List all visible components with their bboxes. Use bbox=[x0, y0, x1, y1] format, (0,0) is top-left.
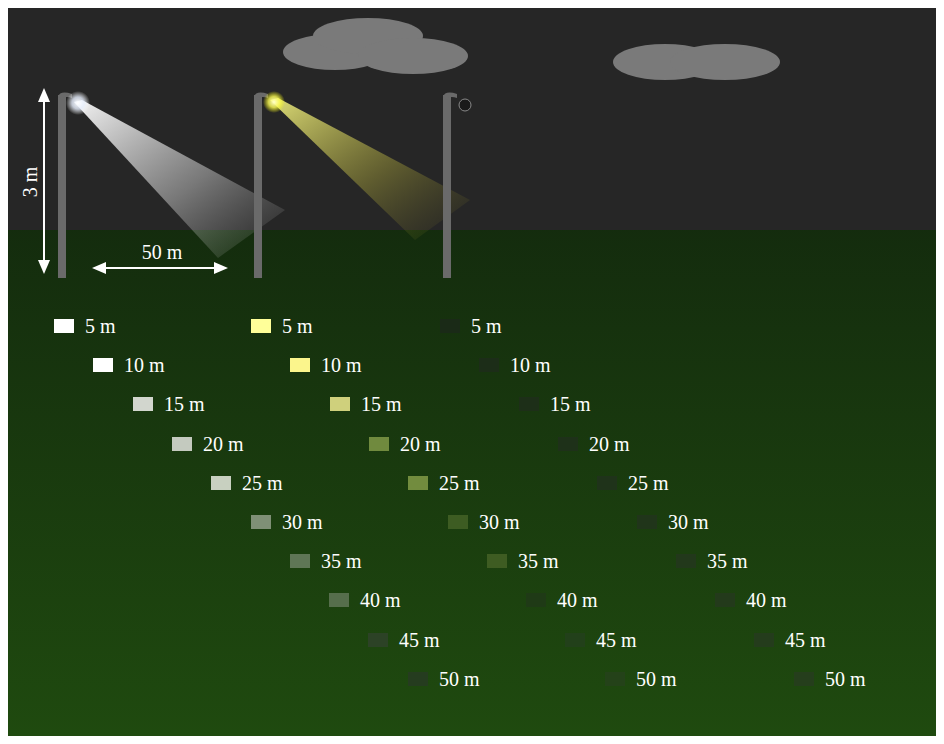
brightness-swatch bbox=[290, 358, 310, 372]
brightness-swatch bbox=[440, 319, 460, 333]
distance-label: 10 m bbox=[124, 355, 165, 375]
distance-label: 40 m bbox=[360, 590, 401, 610]
distance-label: 35 m bbox=[707, 551, 748, 571]
brightness-swatch bbox=[133, 397, 153, 411]
brightness-swatch bbox=[597, 476, 617, 490]
distance-label: 40 m bbox=[746, 590, 787, 610]
brightness-swatch bbox=[329, 593, 349, 607]
distance-label: 35 m bbox=[321, 551, 362, 571]
distance-label: 45 m bbox=[596, 630, 637, 650]
brightness-swatch bbox=[754, 633, 774, 647]
brightness-swatch bbox=[368, 633, 388, 647]
distance-label: 30 m bbox=[668, 512, 709, 532]
distance-label: 45 m bbox=[399, 630, 440, 650]
brightness-swatch bbox=[251, 319, 271, 333]
brightness-swatch bbox=[369, 437, 389, 451]
brightness-swatch bbox=[519, 397, 539, 411]
brightness-swatch bbox=[54, 319, 74, 333]
distance-label: 35 m bbox=[518, 551, 559, 571]
distance-label: 10 m bbox=[510, 355, 551, 375]
distance-label: 20 m bbox=[400, 434, 441, 454]
distance-label: 25 m bbox=[242, 473, 283, 493]
brightness-swatch bbox=[637, 515, 657, 529]
distance-label: 15 m bbox=[361, 394, 402, 414]
distance-label: 30 m bbox=[282, 512, 323, 532]
distance-label: 5 m bbox=[471, 316, 502, 336]
brightness-swatch bbox=[479, 358, 499, 372]
brightness-swatch bbox=[487, 554, 507, 568]
brightness-swatch bbox=[330, 397, 350, 411]
distance-label: 30 m bbox=[479, 512, 520, 532]
brightness-swatch bbox=[605, 672, 625, 686]
brightness-swatch bbox=[172, 437, 192, 451]
distance-label: 25 m bbox=[439, 473, 480, 493]
brightness-swatch bbox=[408, 672, 428, 686]
brightness-swatch bbox=[715, 593, 735, 607]
brightness-swatch bbox=[794, 672, 814, 686]
distance-label: 50 m bbox=[825, 669, 866, 689]
distance-label: 45 m bbox=[785, 630, 826, 650]
distance-label: 50 m bbox=[439, 669, 480, 689]
brightness-swatch bbox=[251, 515, 271, 529]
dimension-label: 3 m bbox=[20, 167, 40, 198]
distance-label: 40 m bbox=[557, 590, 598, 610]
brightness-swatch bbox=[676, 554, 696, 568]
brightness-swatch bbox=[93, 358, 113, 372]
distance-label: 15 m bbox=[550, 394, 591, 414]
brightness-swatch bbox=[408, 476, 428, 490]
brightness-swatch bbox=[558, 437, 578, 451]
brightness-swatch bbox=[565, 633, 585, 647]
distance-label: 25 m bbox=[628, 473, 669, 493]
distance-label: 10 m bbox=[321, 355, 362, 375]
distance-label: 20 m bbox=[203, 434, 244, 454]
distance-label: 20 m bbox=[589, 434, 630, 454]
brightness-swatch bbox=[526, 593, 546, 607]
distance-label: 15 m bbox=[164, 394, 205, 414]
dimension-label: 50 m bbox=[142, 242, 183, 262]
distance-label: 50 m bbox=[636, 669, 677, 689]
distance-label: 5 m bbox=[85, 316, 116, 336]
brightness-swatch bbox=[448, 515, 468, 529]
brightness-swatch bbox=[211, 476, 231, 490]
brightness-swatch bbox=[290, 554, 310, 568]
distance-label: 5 m bbox=[282, 316, 313, 336]
